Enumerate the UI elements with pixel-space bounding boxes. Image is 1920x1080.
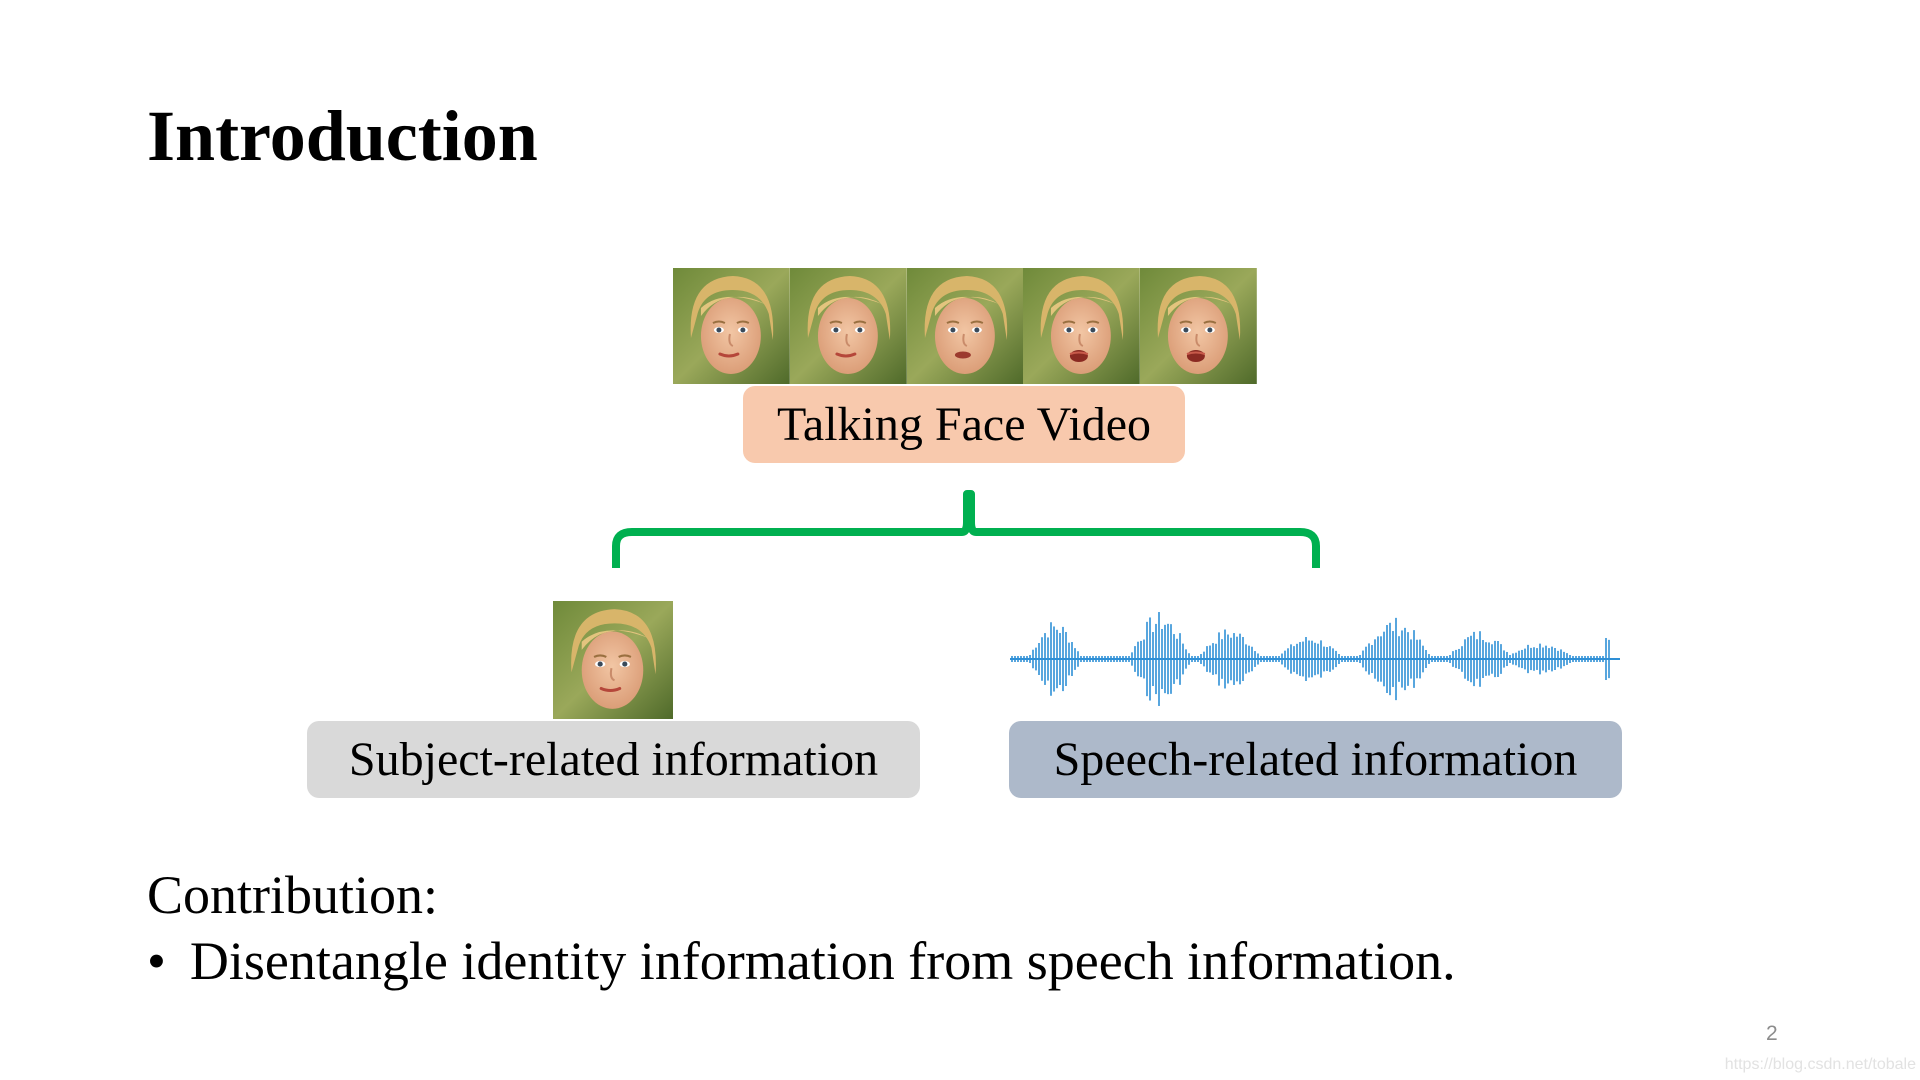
talking-face-video-label: Talking Face Video	[743, 386, 1185, 463]
split-brace	[612, 490, 1320, 568]
page-number: 2	[1766, 1022, 1778, 1045]
video-frame	[1023, 268, 1141, 384]
bullet-icon: •	[147, 931, 166, 991]
subject-related-label: Subject-related information	[307, 721, 920, 798]
speech-related-label: Speech-related information	[1009, 721, 1622, 798]
contribution-list-item: • Disentangle identity information from …	[147, 934, 1456, 988]
brace-path	[612, 490, 1320, 568]
subject-portrait-image	[553, 601, 673, 719]
contribution-heading: Contribution:	[147, 865, 439, 925]
talking-face-video-text: Talking Face Video	[776, 397, 1152, 451]
watermark-text: https://blog.csdn.net/tobale	[1724, 1056, 1916, 1073]
video-frame	[673, 268, 790, 384]
speech-waveform-image	[1010, 612, 1620, 706]
contribution-text: Disentangle identity information from sp…	[189, 931, 1456, 991]
waveform-bars	[1011, 612, 1610, 706]
video-frame	[789, 268, 907, 384]
subject-related-text: Subject-related information	[348, 732, 879, 786]
speech-related-text: Speech-related information	[1053, 732, 1578, 786]
video-frame	[1140, 268, 1257, 384]
video-frame	[906, 268, 1024, 384]
video-frame-strip	[673, 268, 1257, 384]
slide-title: Introduction	[147, 96, 538, 176]
